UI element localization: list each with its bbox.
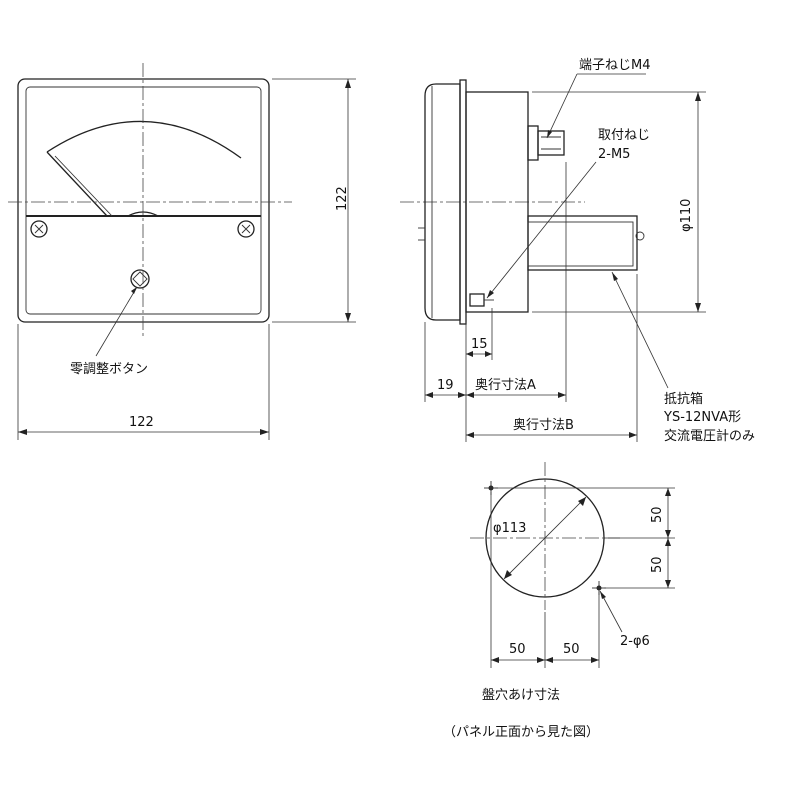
cutout-title: 盤穴あけ寸法	[482, 688, 560, 703]
height-dimension-label: 122	[335, 186, 350, 211]
meter-case	[465, 91, 529, 313]
front-inner-frame	[25, 86, 262, 315]
front-bezel	[424, 83, 461, 321]
resistor-box-label-3: 交流電圧計のみ	[664, 428, 755, 444]
scale-left-edge	[46, 151, 108, 217]
mount-screw-label-2: 2-M5	[598, 147, 630, 162]
terminal-block	[527, 125, 539, 161]
zero-adjust-leader-arrow	[131, 287, 137, 294]
zero-adjust-button-icon	[130, 269, 150, 289]
terminal-screw-m4	[537, 130, 565, 156]
mount-hole-bottom-right-icon	[592, 581, 606, 595]
dim-15-label: 15	[471, 337, 488, 352]
resistor-box	[527, 215, 638, 271]
zero-adjust-label: 零調整ボタン	[70, 362, 148, 377]
depth-a-label: 奥行寸法A	[475, 378, 536, 393]
dim-50-right-label: 50	[563, 642, 580, 657]
dim-19-label: 19	[437, 378, 454, 393]
resistor-box-leader	[611, 271, 669, 389]
mount-screw-label-1: 取付ねじ	[598, 128, 650, 143]
terminal-screw-label: 端子ねじM4	[579, 58, 651, 73]
terminal-screw-leader	[546, 73, 578, 139]
cutout-diameter-label: φ113	[493, 521, 526, 536]
dim-50-bottom-label: 50	[650, 556, 665, 573]
right-mount-screw-icon	[237, 220, 255, 238]
zero-adjust-leader	[95, 286, 138, 357]
mount-screw-leader	[486, 161, 597, 299]
depth-b-label: 奥行寸法B	[513, 418, 574, 433]
mount-screw-m5	[469, 293, 494, 307]
panel-cutout-view: φ113 50 50 50 50 2-φ6 盤穴あけ寸法 （	[443, 462, 675, 740]
hole-count-label: 2-φ6	[620, 634, 650, 649]
resistor-box-label-1: 抵抗箱	[664, 391, 703, 407]
scale-arc	[46, 120, 242, 159]
front-view: 零調整ボタン 122 122	[8, 63, 356, 440]
side-view: 端子ねじM4 取付ねじ 2-M5 φ110 15 19 奥行寸法A 奥	[400, 58, 755, 444]
dim-50-left-label: 50	[509, 642, 526, 657]
front-outer-frame	[17, 78, 270, 323]
cutout-note: （パネル正面から見た図）	[443, 725, 599, 740]
dim-50-top-label: 50	[650, 506, 665, 523]
resistor-box-label-2: YS-12NVA形	[663, 410, 741, 425]
width-dimension-label: 122	[129, 415, 154, 430]
diameter-110-label: φ110	[679, 199, 694, 232]
left-mount-screw-icon	[30, 220, 48, 238]
cutout-diameter-line	[503, 496, 587, 580]
scale-left-edge-2	[54, 155, 113, 217]
resistor-terminal	[635, 231, 645, 241]
